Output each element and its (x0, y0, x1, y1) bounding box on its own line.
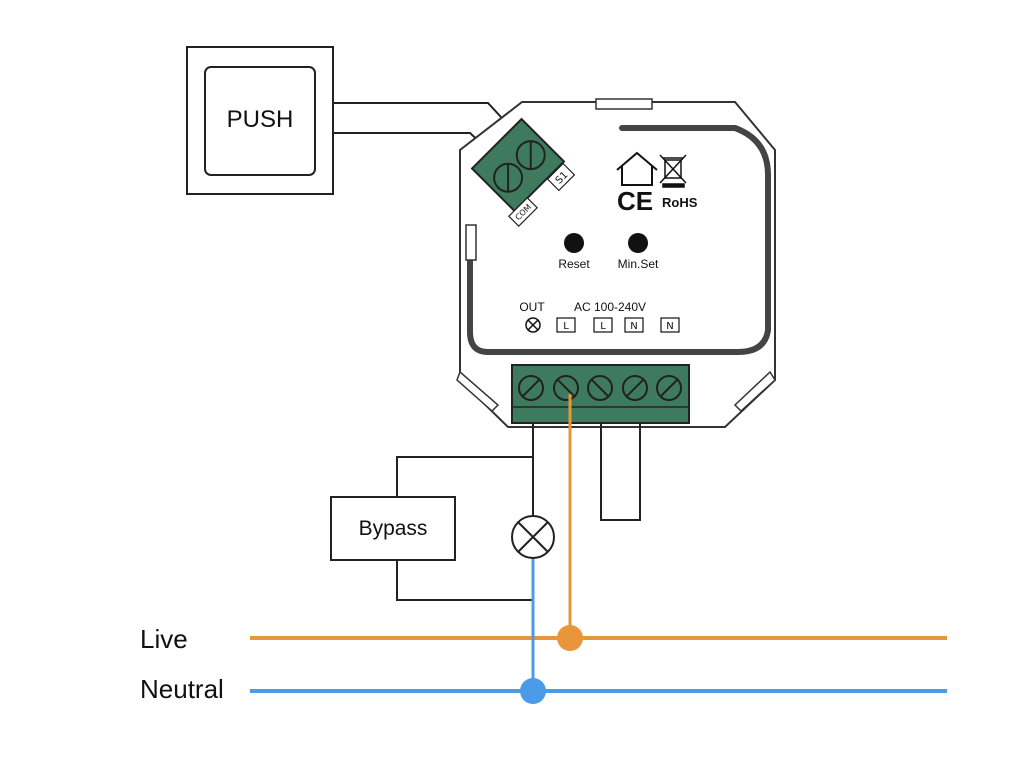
live-line (250, 394, 947, 651)
out-label: OUT (519, 300, 545, 314)
reset-label: Reset (558, 257, 590, 271)
live-label: Live (140, 624, 188, 654)
neutral-label: Neutral (140, 674, 224, 704)
terminal-label-1: L (556, 317, 576, 333)
rohs-mark: RoHS (662, 195, 698, 210)
svg-text:L: L (600, 321, 606, 332)
bypass-label: Bypass (359, 517, 428, 540)
reset-button[interactable]: Reset (558, 233, 590, 271)
ac-voltage-label: AC 100-240V (574, 300, 646, 314)
ce-mark-icon: CE (617, 186, 653, 216)
svg-text:L: L (563, 321, 569, 332)
push-label: PUSH (227, 106, 294, 133)
house-icon (616, 151, 658, 186)
s1-terminal-label: S1 (546, 162, 576, 192)
min-set-button[interactable]: Min.Set (618, 233, 659, 271)
terminal-label-3: N (624, 317, 644, 333)
min-set-label: Min.Set (618, 257, 659, 271)
weee-bin-icon (659, 154, 687, 188)
neutral-line (250, 555, 947, 704)
svg-text:N: N (630, 321, 637, 332)
push-switch: PUSH (186, 46, 334, 195)
terminal-label-2: L (593, 317, 613, 333)
svg-text:N: N (666, 321, 673, 332)
bypass-box: Bypass (330, 496, 456, 561)
out-lamp-symbol (525, 317, 541, 333)
output-terminal-block (511, 364, 690, 424)
load-wiring (396, 423, 641, 601)
com-terminal-label: COM (508, 197, 538, 227)
lamp-icon (511, 515, 555, 559)
input-terminal-block (470, 117, 566, 213)
terminal-label-4: N (660, 317, 680, 333)
